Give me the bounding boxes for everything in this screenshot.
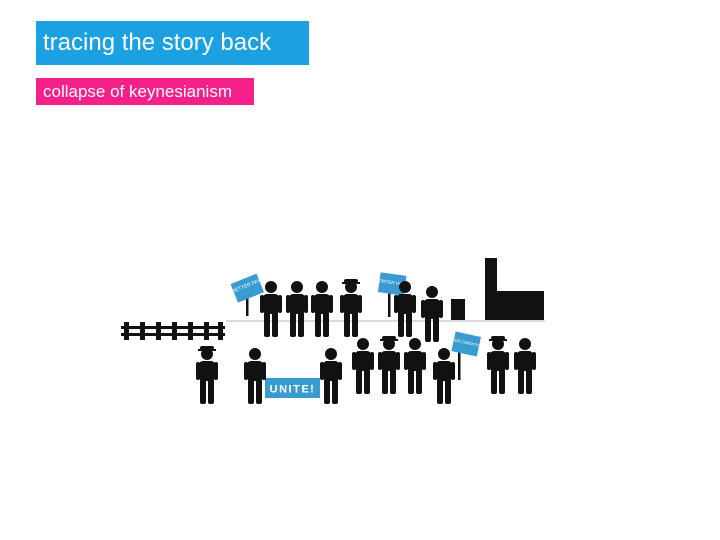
unite-banner: UNITE! xyxy=(265,378,320,398)
worker-figure xyxy=(514,338,536,394)
railway-track xyxy=(121,322,225,340)
worker-figure xyxy=(320,348,342,404)
sign-better-pay: BETTER PAY xyxy=(230,273,264,316)
worker-figure xyxy=(260,281,282,337)
worker-figure xyxy=(433,348,455,404)
worker-figure xyxy=(286,281,308,337)
worker-figure xyxy=(352,338,374,394)
worker-figure xyxy=(311,281,333,337)
sign-safer-conditions: SAFER CONDITIONS xyxy=(447,331,487,380)
sign-shorter-hours-text: SHORTER HOURS xyxy=(372,277,412,287)
worker-figure-hat xyxy=(378,336,400,394)
worker-figure-hat xyxy=(487,336,509,394)
worker-figure-hat xyxy=(340,279,362,337)
worker-figure xyxy=(244,348,266,404)
sign-shorter-hours: SHORTER HOURS xyxy=(372,272,412,317)
slide-subtitle: collapse of keynesianism xyxy=(36,78,254,105)
worker-figure-hat xyxy=(196,346,218,404)
factory-silhouette xyxy=(451,258,544,320)
worker-figure xyxy=(421,286,443,342)
unite-banner-text: UNITE! xyxy=(270,384,316,396)
worker-figure xyxy=(404,338,426,394)
slide-title: tracing the story back xyxy=(36,21,309,65)
back-row-workers xyxy=(260,279,443,342)
